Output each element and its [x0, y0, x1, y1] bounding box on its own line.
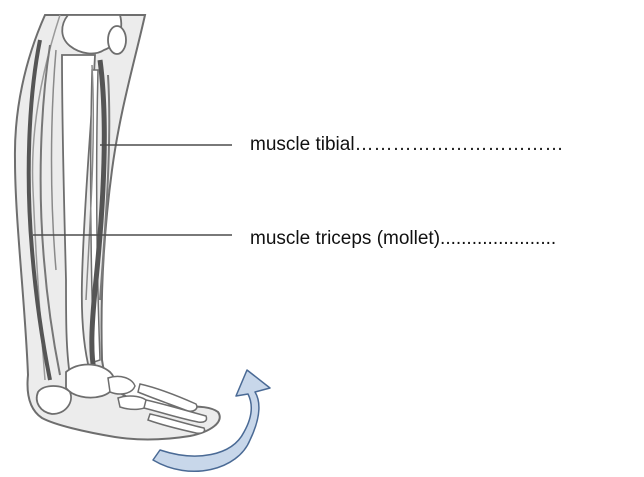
label-muscle-triceps: muscle triceps (mollet).................…: [250, 229, 556, 248]
ankle-bone: [66, 365, 114, 398]
label-muscle-tibial: muscle tibial……………………………: [250, 135, 564, 154]
patella: [108, 26, 126, 54]
heel-bone: [37, 386, 71, 414]
